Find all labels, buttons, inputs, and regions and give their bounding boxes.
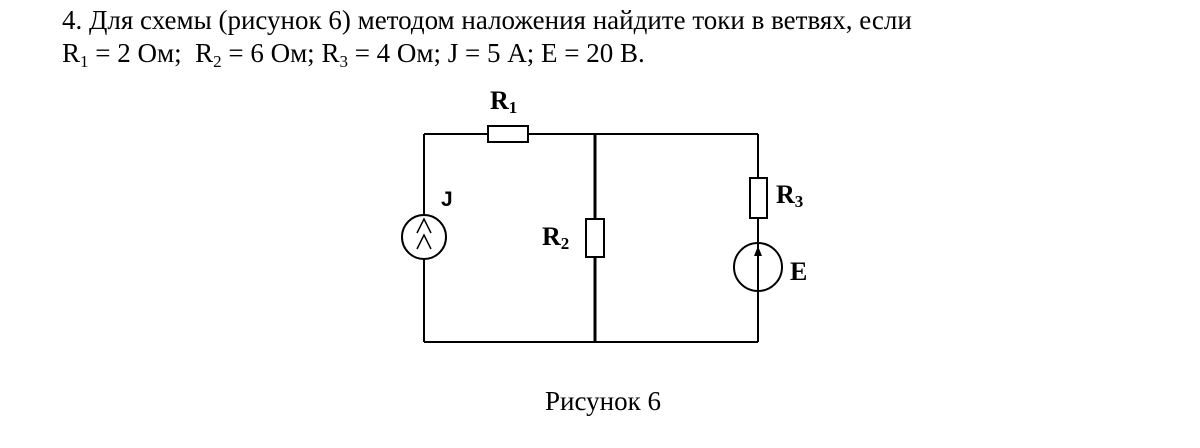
label-e: E xyxy=(790,257,807,286)
problem-statement: 4. Для схемы (рисунок 6) методом наложен… xyxy=(62,4,912,70)
arrow-up-icon xyxy=(416,217,432,234)
label-r2: R2 xyxy=(542,222,569,253)
param-j-e-values: J = 5 А; E = 20 В. xyxy=(447,38,645,68)
param-r3-subscript: 3 xyxy=(339,52,348,71)
param-r2-value: = 6 Ом; xyxy=(221,38,322,68)
figure-caption: Рисунок 6 xyxy=(545,386,661,416)
arrow-up-icon xyxy=(754,246,762,256)
resistor-r1 xyxy=(487,125,529,143)
param-r2-symbol: R xyxy=(195,38,214,68)
label-r1: R1 xyxy=(490,86,517,117)
param-r1-value: = 2 Ом; xyxy=(88,38,196,68)
param-r2-subscript: 2 xyxy=(213,52,222,71)
resistor-r3 xyxy=(749,177,768,219)
voltage-source-e xyxy=(733,242,783,292)
resistor-r2 xyxy=(585,218,605,258)
problem-line-2: R1 = 2 Ом; R2 = 6 Ом; R3 = 4 Ом; J = 5 А… xyxy=(62,37,912,70)
current-source-j xyxy=(401,214,447,260)
problem-line-1: 4. Для схемы (рисунок 6) методом наложен… xyxy=(62,5,912,35)
label-r3: R3 xyxy=(776,180,803,211)
label-j: J xyxy=(441,188,453,211)
param-r1-subscript: 1 xyxy=(80,52,89,71)
param-r3-symbol: R xyxy=(321,38,340,68)
param-r1-symbol: R xyxy=(62,38,81,68)
arrow-up-icon xyxy=(416,233,432,250)
param-r3-value: = 4 Ом; xyxy=(347,38,448,68)
